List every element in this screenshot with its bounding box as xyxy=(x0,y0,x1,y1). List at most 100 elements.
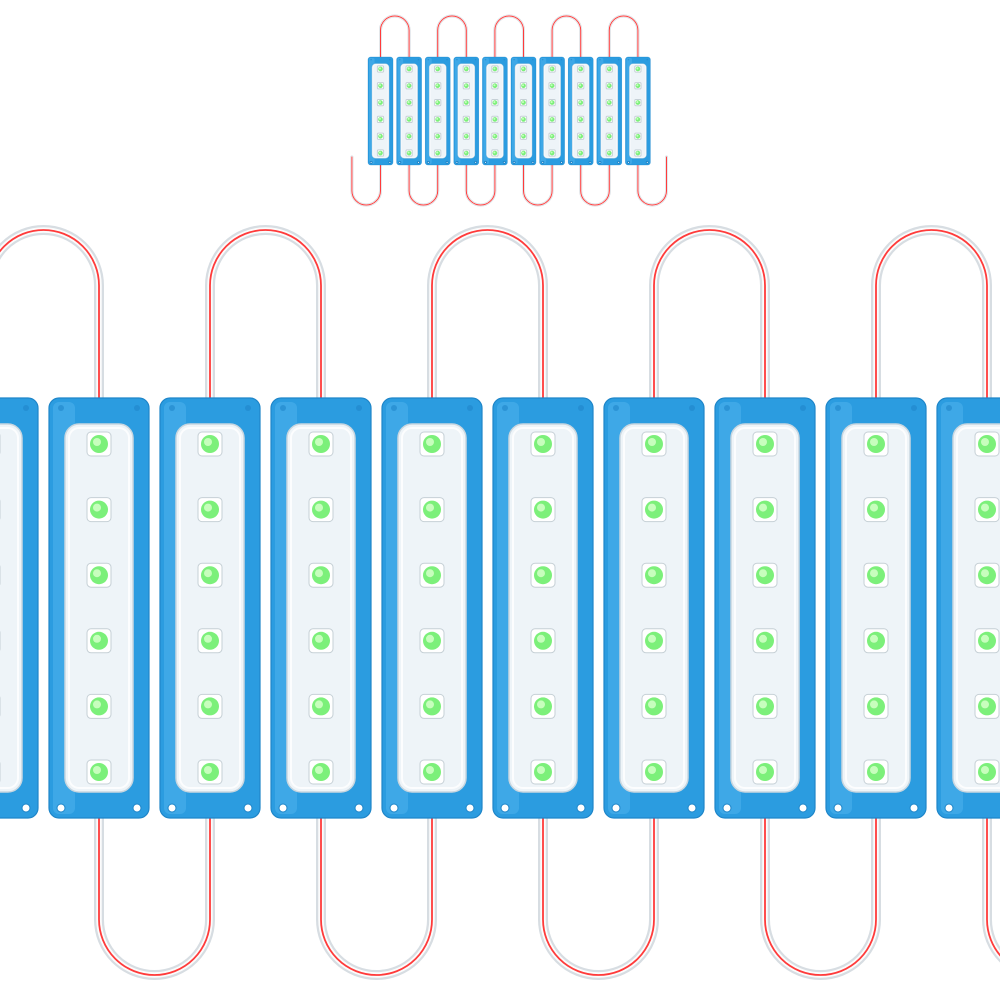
module-lens-rim xyxy=(179,427,241,789)
led-diode-highlight xyxy=(579,84,582,87)
led-diode-highlight xyxy=(407,101,410,104)
thumb-lower-wire-loop-core xyxy=(465,156,496,206)
led-diode-highlight xyxy=(204,634,212,643)
led-diode-highlight xyxy=(493,134,496,137)
mounting-hole xyxy=(502,405,508,411)
module-lens xyxy=(543,63,561,159)
led-diode-highlight xyxy=(378,117,382,120)
led-diode-highlight xyxy=(407,117,410,120)
mounting-hole xyxy=(503,58,506,61)
module-lens xyxy=(286,423,356,793)
led-diode-highlight xyxy=(636,134,639,137)
led-diode-highlight xyxy=(464,101,467,104)
module-lens-rim xyxy=(623,427,685,789)
led-diode-highlight xyxy=(407,84,410,87)
thumb-lower-wire-loop-core xyxy=(351,156,381,206)
mounting-hole xyxy=(512,160,516,164)
mounting-hole xyxy=(541,160,545,164)
mounting-hole xyxy=(724,405,730,411)
mounting-hole xyxy=(588,160,592,164)
mounting-hole xyxy=(280,405,286,411)
module-lens xyxy=(841,423,911,793)
led-diode-highlight xyxy=(521,67,525,70)
led-diode-highlight xyxy=(537,766,545,774)
thumb-lower-wire-loop-core xyxy=(637,156,667,206)
led-diode-highlight xyxy=(315,569,323,578)
led-diode-highlight xyxy=(607,101,610,104)
mounting-hole xyxy=(613,405,619,411)
module-lens-rim xyxy=(956,427,1000,789)
mounting-hole xyxy=(391,405,397,411)
main-led-module xyxy=(492,397,594,819)
led-diode-highlight xyxy=(204,700,212,709)
main-led-module xyxy=(603,397,705,819)
module-lens-rim xyxy=(845,427,907,789)
led-diode-highlight xyxy=(378,134,382,137)
module-lens xyxy=(514,63,533,159)
led-diode-highlight xyxy=(579,151,582,154)
led-diode-highlight xyxy=(870,700,878,709)
module-lens xyxy=(429,63,447,159)
module-lens-rim xyxy=(487,64,503,158)
led-diode-highlight xyxy=(607,67,610,70)
mounting-hole xyxy=(416,160,421,164)
mounting-hole xyxy=(500,803,510,813)
mounting-hole xyxy=(388,160,392,164)
mounting-hole xyxy=(626,160,631,164)
module-lens-rim xyxy=(734,427,796,789)
led-diode-highlight xyxy=(93,438,101,446)
mounting-hole xyxy=(541,58,544,61)
led-diode-highlight xyxy=(426,569,434,578)
main-led-module xyxy=(159,397,261,819)
led-diode-highlight xyxy=(426,503,434,512)
mounting-hole xyxy=(427,58,430,61)
mounting-hole xyxy=(646,58,649,61)
module-lens-rim xyxy=(512,427,574,789)
module-lens-rim xyxy=(572,64,589,158)
led-diode-highlight xyxy=(870,634,878,643)
thumb-led-module xyxy=(510,56,537,166)
mounting-hole xyxy=(911,405,917,411)
thumb-lower-wire-loop-core xyxy=(580,156,610,206)
led-diode-highlight xyxy=(870,438,878,446)
thumb-led-module xyxy=(367,56,394,166)
main-led-module xyxy=(714,397,816,819)
mounting-hole xyxy=(56,803,66,813)
module-lens xyxy=(486,63,504,159)
module-lens-rim xyxy=(372,64,389,158)
upper-wire-loop-core xyxy=(875,229,988,439)
mounting-hole xyxy=(611,803,621,813)
mounting-hole xyxy=(835,405,841,411)
led-diode-highlight xyxy=(464,151,467,154)
led-diode-highlight xyxy=(550,117,553,120)
led-diode-highlight xyxy=(579,117,582,120)
led-diode-highlight xyxy=(436,101,439,104)
led-diode-highlight xyxy=(648,700,656,709)
led-diode-highlight xyxy=(204,438,212,446)
led-diode-highlight xyxy=(537,700,545,709)
lower-wire-loop-core xyxy=(542,777,655,976)
led-diode-highlight xyxy=(315,634,323,643)
led-diode-highlight xyxy=(436,84,439,87)
mounting-hole xyxy=(58,405,64,411)
led-diode-highlight xyxy=(550,67,553,70)
led-diode-highlight xyxy=(436,117,439,120)
led-diode-highlight xyxy=(93,503,101,512)
mounting-hole xyxy=(169,405,175,411)
thumb-upper-wire-loop-core xyxy=(380,15,410,66)
mounting-hole xyxy=(467,405,473,411)
mounting-hole xyxy=(645,160,649,164)
main-led-module xyxy=(270,397,372,819)
led-diode-highlight xyxy=(521,117,525,120)
led-diode-highlight xyxy=(204,503,212,512)
led-diode-highlight xyxy=(981,700,989,709)
led-diode-highlight xyxy=(607,134,610,137)
led-diode-highlight xyxy=(464,84,467,87)
mounting-hole xyxy=(909,803,919,813)
led-diode-highlight xyxy=(550,151,553,154)
led-diode-highlight xyxy=(378,84,382,87)
led-diode-highlight xyxy=(315,700,323,709)
led-diode-highlight xyxy=(981,766,989,774)
thumb-upper-wire-loop-core xyxy=(437,15,467,66)
mounting-hole xyxy=(800,405,806,411)
